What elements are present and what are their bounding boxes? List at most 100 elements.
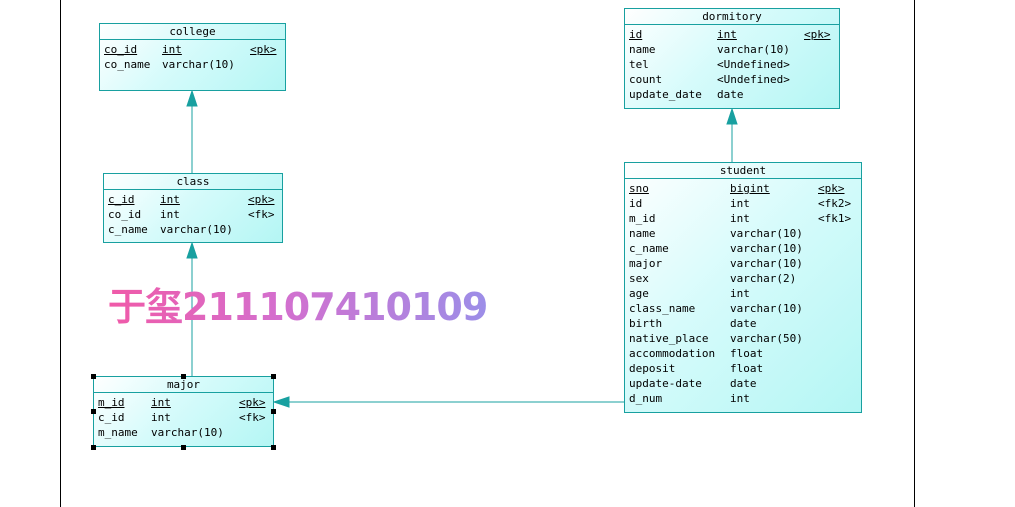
attribute-name: class_name	[629, 302, 696, 315]
attribute-type: varchar(10)	[730, 242, 803, 255]
attribute-type: varchar(10)	[730, 257, 803, 270]
attribute-row[interactable]: major varchar(10)	[629, 256, 857, 271]
attribute-name: count	[629, 73, 663, 86]
attribute-type: <Undefined>	[717, 58, 790, 71]
attribute-type: varchar(10)	[717, 43, 790, 56]
attribute-key: <pk>	[248, 193, 275, 206]
attribute-name: id	[629, 28, 643, 41]
attribute-name: major	[629, 257, 663, 270]
arrow-major-icon	[272, 396, 290, 408]
selection-handle[interactable]	[91, 374, 96, 379]
arrow-dormitory-icon	[726, 107, 738, 125]
entity-title: dormitory	[625, 9, 839, 25]
attribute-key: <pk>	[239, 396, 266, 409]
attribute-type: int	[160, 193, 180, 206]
attribute-row[interactable]: sex varchar(2)	[629, 271, 857, 286]
selection-handle[interactable]	[181, 445, 186, 450]
attribute-key: <pk>	[804, 28, 831, 41]
attribute-name: tel	[629, 58, 649, 71]
attribute-row[interactable]: accommodation float	[629, 346, 857, 361]
selection-handle[interactable]	[181, 374, 186, 379]
entity-title: major	[94, 377, 273, 393]
attribute-type: int	[730, 287, 750, 300]
arrow-college-icon	[186, 89, 198, 107]
attribute-type: varchar(10)	[162, 58, 235, 71]
attribute-row[interactable]: native_place varchar(50)	[629, 331, 857, 346]
attribute-name: c_name	[629, 242, 669, 255]
attribute-key: <fk>	[239, 411, 266, 424]
attribute-name: m_id	[98, 396, 125, 409]
attribute-type: varchar(10)	[730, 227, 803, 240]
attribute-name: id	[629, 197, 643, 210]
attribute-type: varchar(10)	[151, 426, 224, 439]
attribute-name: c_name	[108, 223, 148, 236]
attribute-type: float	[730, 347, 764, 360]
attribute-type: int	[160, 208, 180, 221]
attribute-type: varchar(50)	[730, 332, 803, 345]
attribute-row[interactable]: name varchar(10)	[629, 42, 835, 57]
attribute-name: co_id	[104, 43, 138, 56]
attribute-type: date	[730, 317, 757, 330]
attribute-name: native_place	[629, 332, 709, 345]
attribute-row[interactable]: m_name varchar(10)	[98, 425, 269, 440]
selection-handle[interactable]	[271, 409, 276, 414]
canvas-border-right	[914, 0, 915, 507]
attribute-name: sex	[629, 272, 649, 285]
attribute-key: <fk1>	[818, 212, 852, 225]
selection-handle[interactable]	[271, 374, 276, 379]
attribute-type: <Undefined>	[717, 73, 790, 86]
attribute-name: birth	[629, 317, 663, 330]
attribute-row[interactable]: tel <Undefined>	[629, 57, 835, 72]
attribute-row[interactable]: birth date	[629, 316, 857, 331]
attribute-name: accommodation	[629, 347, 716, 360]
selection-handle[interactable]	[271, 445, 276, 450]
attribute-row[interactable]: count <Undefined>	[629, 72, 835, 87]
attribute-type: int	[730, 212, 750, 225]
attribute-key: <pk>	[250, 43, 277, 56]
attribute-type: bigint	[730, 182, 770, 195]
watermark: 于玺211107410109	[108, 276, 488, 331]
selection-handle[interactable]	[91, 445, 96, 450]
attribute-row[interactable]: co_id int <pk>	[104, 42, 281, 57]
attribute-name: name	[629, 43, 656, 56]
selection-handle[interactable]	[91, 409, 96, 414]
attribute-name: d_num	[629, 392, 663, 405]
attribute-name: m_name	[98, 426, 138, 439]
attribute-key: <fk>	[248, 208, 275, 221]
attribute-type: varchar(10)	[730, 302, 803, 315]
attribute-row[interactable]: class_name varchar(10)	[629, 301, 857, 316]
attribute-row[interactable]: c_name varchar(10)	[629, 241, 857, 256]
attribute-type: int	[162, 43, 182, 56]
entity-title: student	[625, 163, 861, 179]
attribute-row[interactable]: c_id int <pk>	[108, 192, 278, 207]
attribute-name: c_id	[108, 193, 135, 206]
attribute-type: varchar(2)	[730, 272, 797, 285]
entity-title: class	[104, 174, 282, 190]
attribute-name: update-date	[629, 377, 702, 390]
